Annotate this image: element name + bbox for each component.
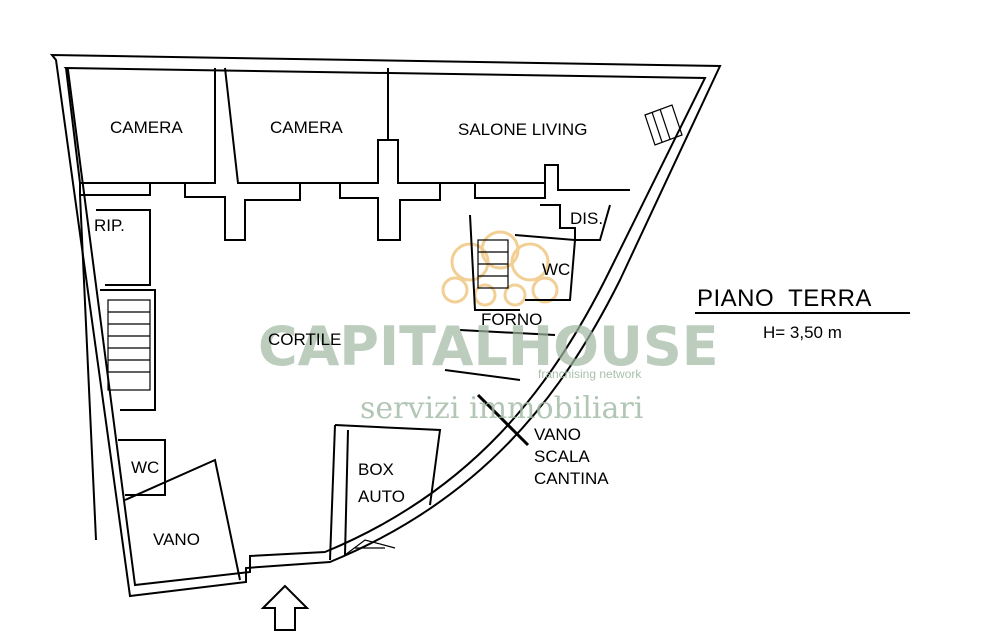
watermark-services: servizi immobiliari [360,391,643,426]
watermark-tagline: franchising network [538,367,642,381]
room-label-cortile: CORTILE [268,330,341,349]
watermark-logo-icon [441,230,559,307]
room-label-auto: AUTO [358,487,405,506]
plan-title: PIANO TERRA [697,285,872,312]
watermark-brand: CAPITALHOUSE [258,315,719,378]
room-label-salone: SALONE LIVING [458,120,587,139]
room-label-forno: FORNO [481,310,542,329]
label-vano-scala-3: CANTINA [534,469,609,488]
label-vano-scala-2: SCALA [534,447,590,466]
room-label-dis: DIS. [570,209,603,228]
room-label-rip: RIP. [94,216,125,235]
stair-left-icon [107,299,151,391]
room-label-wc-lower: WC [131,458,159,477]
vano-scala-pointer [476,393,530,447]
room-label-box: BOX [358,460,394,479]
interior-walls [65,67,630,581]
stair-corner-icon [644,104,683,146]
room-label-camera-2: CAMERA [270,118,343,137]
arrow-up-icon [260,584,310,631]
ramp-icon [344,539,396,556]
stair-center-icon [477,239,509,289]
ceiling-height: H= 3,50 m [763,323,842,342]
outer-walls [49,53,722,598]
room-label-camera-1: CAMERA [110,118,183,137]
label-vano-scala-1: VANO [534,425,581,444]
room-label-vano: VANO [153,530,200,549]
room-label-wc-upper: WC [542,260,570,279]
